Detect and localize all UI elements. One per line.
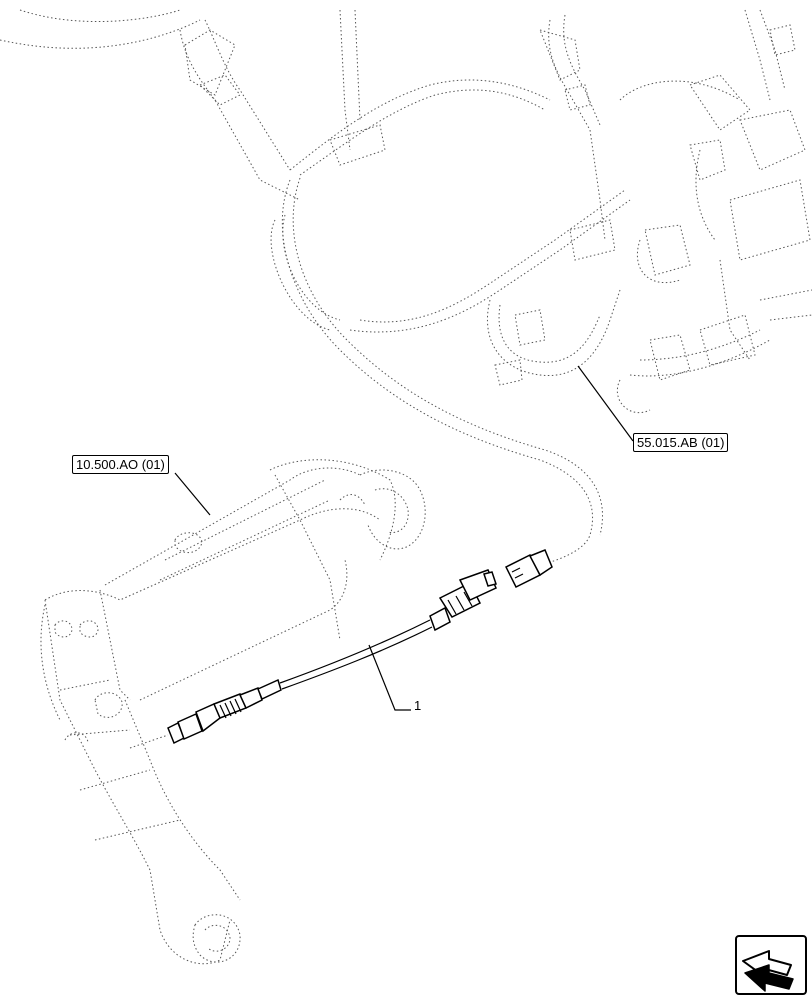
reference-label-right[interactable]: 55.015.AB (01): [633, 433, 729, 452]
harness-connector: [504, 549, 553, 589]
oxygen-sensor-part[interactable]: [167, 569, 497, 745]
insertion-line: [129, 734, 169, 749]
item-callout-1: 1: [414, 698, 422, 713]
context-harness: [0, 9, 812, 414]
reference-label-left[interactable]: 10.500.AO (01): [72, 455, 169, 474]
leader-right-ref: [577, 365, 634, 442]
leader-item-1: [368, 644, 411, 711]
converter-housing: [40, 459, 426, 965]
next-page-arrow-icon[interactable]: [735, 935, 807, 995]
nav-arrow-graphic: [735, 935, 807, 995]
harness-cable: [281, 177, 604, 566]
leader-left-ref: [174, 472, 211, 516]
